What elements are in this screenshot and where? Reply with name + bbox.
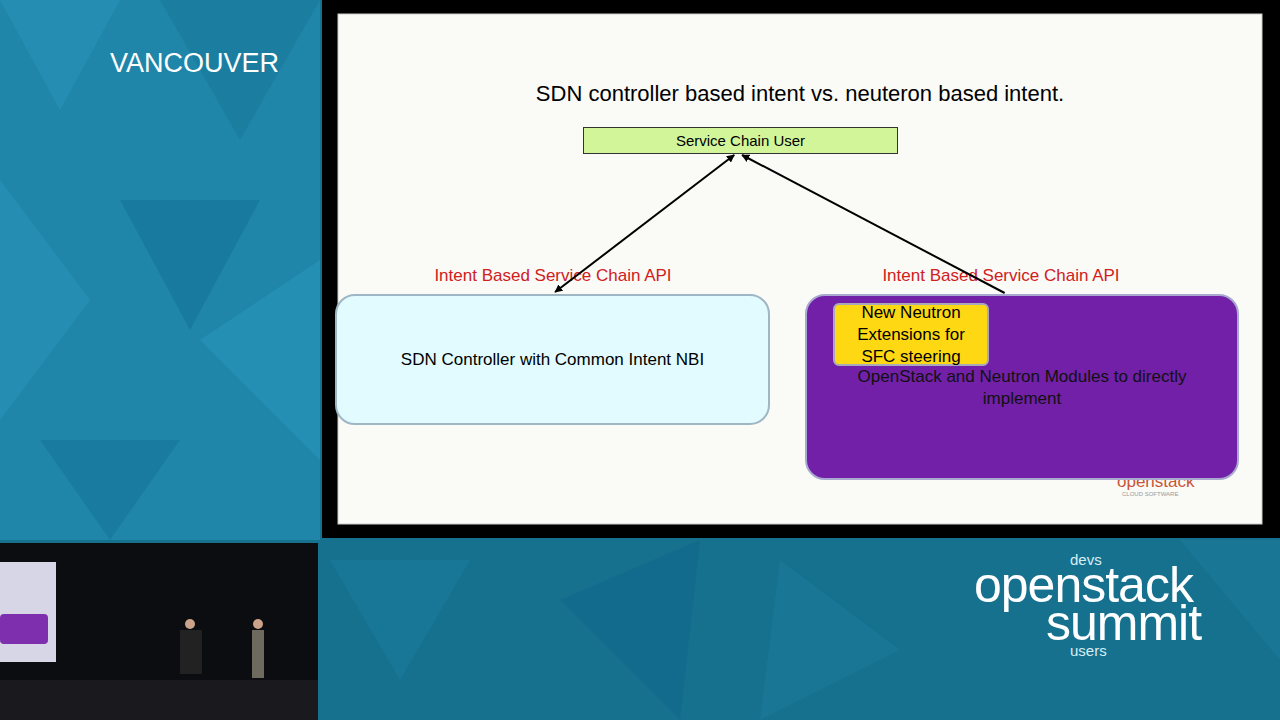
summit-logo-text: users — [1070, 642, 1107, 659]
event-city: VANCOUVER — [110, 48, 279, 79]
node-text: OpenStack and Neutron Modules to directl… — [827, 366, 1217, 410]
extension-box: New Neutron Extensions for SFC steering — [833, 303, 989, 366]
api-label: Intent Based Service Chain API — [882, 266, 1119, 286]
api-label: Intent Based Service Chain API — [434, 266, 671, 286]
actor-box: Service Chain User — [583, 127, 898, 154]
node-text: Service Chain User — [672, 132, 809, 149]
node-text: New Neutron Extensions for SFC steering — [835, 302, 987, 368]
logo-subtext: CLOUD SOFTWARE — [1122, 491, 1178, 497]
summit-logo-text: summit — [1046, 594, 1201, 652]
slide-title: SDN controller based intent vs. neuteron… — [338, 81, 1262, 107]
node-text: SDN Controller with Common Intent NBI — [397, 350, 708, 370]
module-box: OpenStack and Neutron Modules to directl… — [805, 294, 1239, 480]
controller-box: SDN Controller with Common Intent NBI — [335, 294, 770, 425]
